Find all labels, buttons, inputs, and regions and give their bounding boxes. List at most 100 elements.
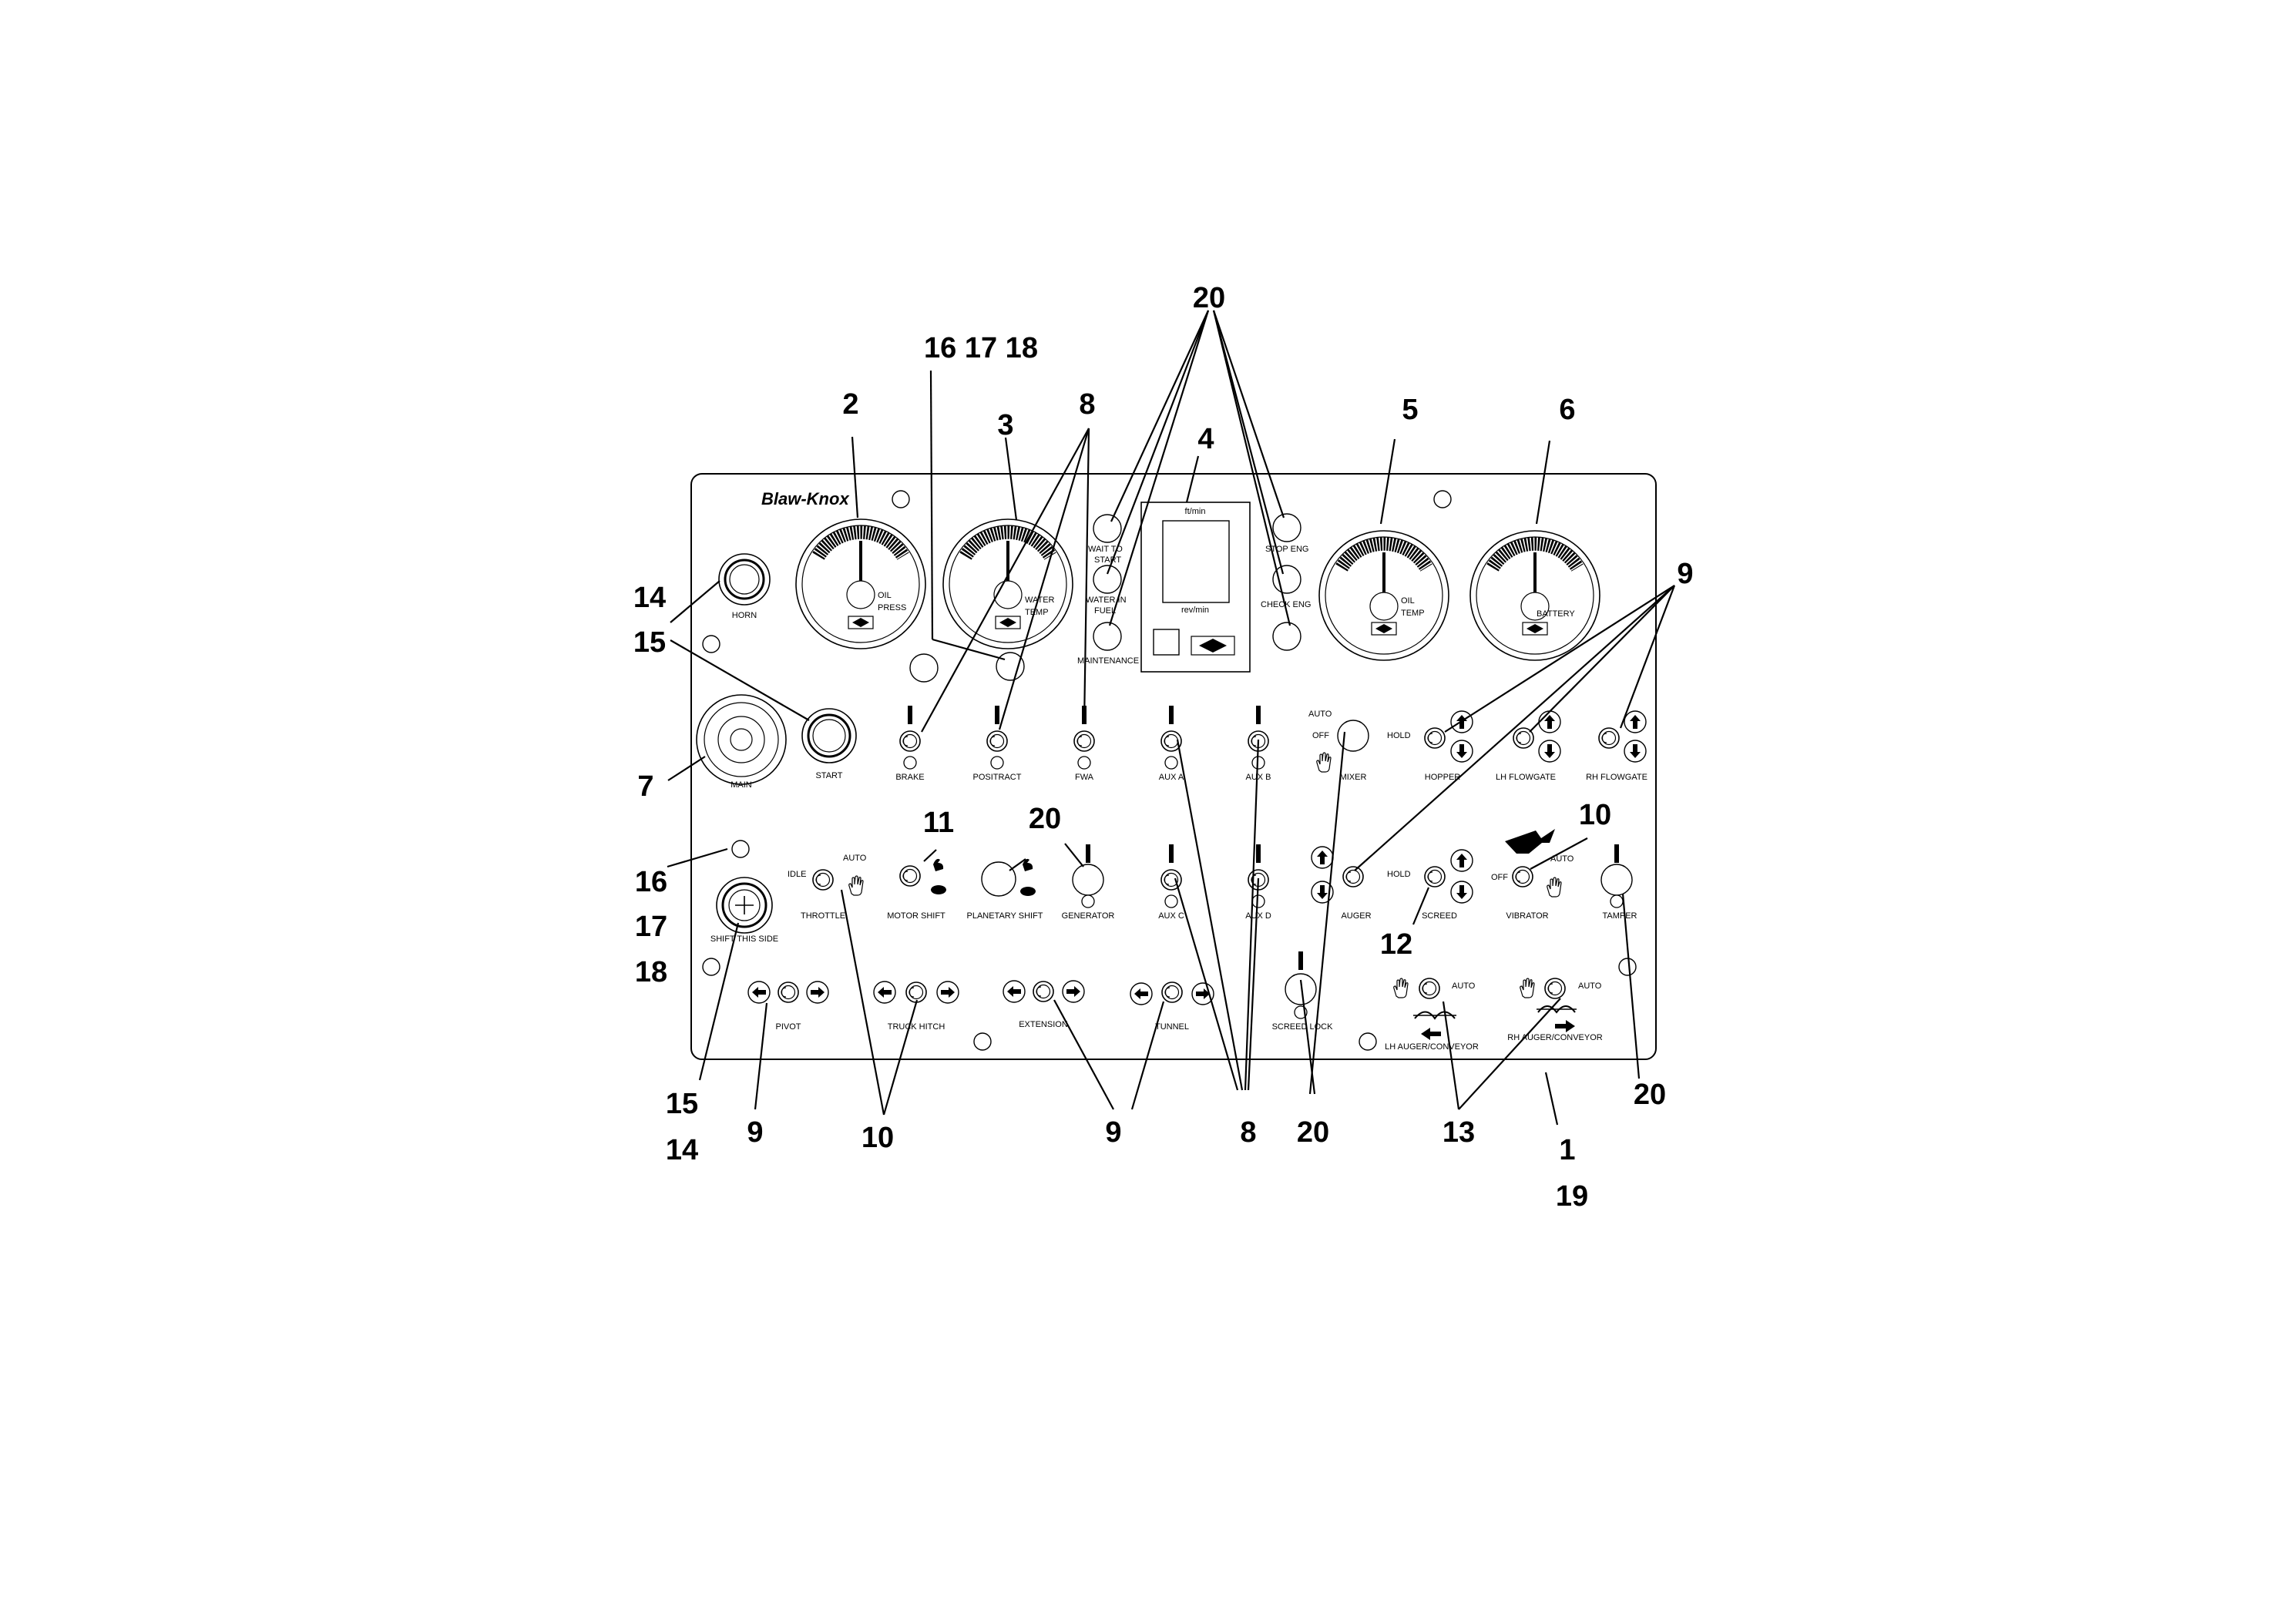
water-in-fuel-label: WATER IN [1086,596,1127,605]
right-arrow-icon [1555,1020,1575,1032]
callout-11: 11 [923,807,954,839]
down-arrow-icon [1450,740,1473,763]
up-arrow-icon [1624,710,1647,733]
lh-auger-conveyor-label: LH AUGER/CONVEYOR [1385,1042,1479,1052]
auger-switch[interactable] [1342,866,1364,887]
callout-6: 6 [1559,394,1575,426]
callout-14: 14 [633,582,666,614]
fwa-switch[interactable] [1073,730,1095,752]
callout-14: 14 [666,1134,698,1166]
callout-numbers: 2 3 16 17 18 8 20 4 5 6 9 14 15 7 11 20 … [633,282,1694,1213]
rh-auger-conveyor-switch[interactable] [1544,978,1566,999]
shift-this-side-button[interactable] [716,877,773,934]
bar-indicator [1614,844,1619,863]
horn-label: HORN [732,611,757,620]
positract-switch[interactable] [986,730,1008,752]
mixer-switch[interactable] [1337,720,1369,752]
planetary-shift-label: PLANETARY SHIFT [966,911,1043,921]
digital-display [1140,502,1251,673]
callout-15: 15 [633,626,666,659]
display-unit-top: ft/min [1185,507,1206,516]
mount-hole [1359,1032,1377,1051]
indicator-lamp [903,756,917,770]
extension-label: EXTENSION [1019,1020,1068,1029]
main-key-switch[interactable] [696,694,787,785]
leader-lines [667,310,1676,1126]
vibrator-off-label: OFF [1491,873,1508,882]
down-arrow-icon [1538,740,1561,763]
gauge-battery [1469,530,1600,661]
up-arrow-icon [1311,846,1334,869]
maintenance-label: MAINTENANCE [1077,656,1139,666]
oil-temp-label: TEMP [1401,609,1425,618]
left-arrow-icon [1130,982,1153,1005]
callout-8: 8 [1079,388,1095,421]
brand-logo: Blaw-Knox [761,489,849,508]
water-temp-label: WATER [1025,596,1055,605]
indicator-lamp [1272,622,1302,651]
tunnel-switch[interactable] [1161,981,1183,1003]
hold-label: HOLD [1387,731,1411,740]
right-arrow-icon [1191,982,1214,1005]
tamper-switch[interactable] [1600,864,1633,896]
oil-press-label: PRESS [878,603,906,612]
right-arrow-icon [936,981,959,1004]
left-arrow-icon [747,981,771,1004]
mount-hole [892,490,910,508]
truck-hitch-switch[interactable] [905,981,927,1003]
shift-this-side-label: SHIFT THIS SIDE [710,934,778,944]
lh-auger-conveyor-switch[interactable] [1419,978,1440,999]
rabbit-icon [933,858,944,871]
water-in-fuel-label: FUEL [1094,606,1116,616]
vibrator-switch[interactable] [1512,866,1533,887]
screed-lock-switch[interactable] [1285,973,1317,1005]
throttle-switch[interactable] [812,869,834,891]
rh-flowgate-switch[interactable] [1598,727,1620,749]
mixer-off-label: OFF [1312,731,1329,740]
hopper-switch[interactable] [1424,727,1446,749]
screed-switch[interactable] [1424,866,1446,887]
callout-9: 9 [1105,1116,1121,1149]
motor-shift-switch[interactable] [899,865,921,887]
callout-1: 1 [1559,1134,1575,1166]
fwa-label: FWA [1075,773,1094,782]
indicator-lamp [1077,756,1091,770]
aux-d-label: AUX D [1245,911,1271,921]
left-arrow-icon [873,981,896,1004]
idle-label: IDLE [788,870,806,879]
right-arrow-icon [1062,980,1085,1003]
down-arrow-icon [1624,740,1647,763]
tunnel-label: TUNNEL [1155,1022,1189,1032]
extension-switch[interactable] [1033,981,1054,1002]
callout-16: 16 [635,866,667,898]
pivot-switch[interactable] [778,981,799,1003]
bar-indicator [1256,706,1261,724]
start-button[interactable] [801,708,857,763]
hopper-label: HOPPER [1425,773,1461,782]
display-unit-bottom: rev/min [1181,606,1209,615]
turtle-icon [1020,887,1036,896]
callout-15: 15 [666,1088,698,1120]
brake-switch[interactable] [899,730,921,752]
indicator-lamp [731,840,750,858]
mixer-auto-label: AUTO [1308,710,1332,719]
rh-auger-conveyor-label: RH AUGER/CONVEYOR [1507,1033,1603,1042]
up-arrow-icon [1450,849,1473,872]
left-arrow-icon [1003,980,1026,1003]
callout-2: 2 [842,388,858,421]
indicator-lamp [1251,894,1265,908]
rh-auger-auto-label: AUTO [1578,981,1602,991]
right-arrow-icon [806,981,829,1004]
generator-switch[interactable] [1072,864,1104,896]
callout-7: 7 [637,770,653,803]
planetary-shift-switch[interactable] [981,861,1016,897]
callout-20: 20 [1297,1116,1329,1149]
vibrator-label: VIBRATOR [1506,911,1548,921]
lh-auger-auto-label: AUTO [1452,981,1476,991]
callout-17: 17 [635,911,667,943]
callout-12: 12 [1380,928,1412,961]
wait-to-start-lamp [1093,514,1122,543]
bar-indicator [1086,844,1090,863]
horn-button[interactable] [718,553,771,606]
